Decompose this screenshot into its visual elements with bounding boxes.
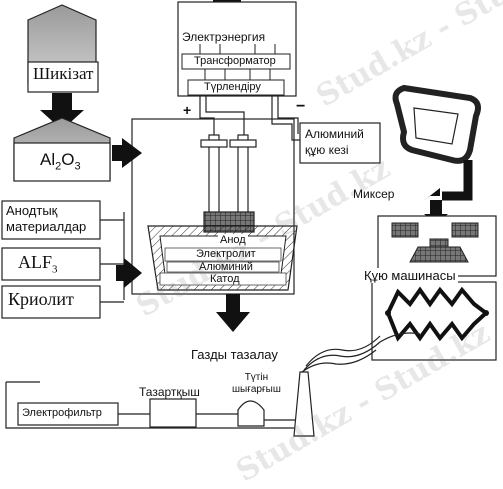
- cell-frame: [131, 118, 295, 295]
- arrow-alumina-to-cell: [112, 138, 142, 168]
- cryolite-box: [1, 285, 101, 319]
- mixer-label: Миксер: [353, 187, 395, 201]
- casting-label: Құю машинасы: [362, 268, 458, 283]
- ladle-pipe: [442, 160, 473, 201]
- electrolyte-label: Электролит: [196, 248, 256, 260]
- cathode-label: Катод: [210, 273, 240, 285]
- rectifier-box: [187, 79, 285, 96]
- ladle-box: [299, 122, 381, 164]
- gas-cleaning-label: Газды тазалау: [191, 347, 278, 362]
- scrubber-label: Тазартқыш: [139, 385, 200, 399]
- electrofilter-label: Электрофильтр: [22, 407, 102, 419]
- cathode-layer: [159, 272, 287, 286]
- busbar-positive-2: [205, 95, 245, 150]
- energy-label: Электрэнергия: [182, 30, 266, 44]
- scrubber-box: [149, 398, 197, 428]
- alf3-label: ALF3: [18, 252, 58, 276]
- transformer-box: [181, 53, 291, 70]
- process-diagram-graphics: [1, 0, 497, 437]
- raw-material-label: Шикізат: [33, 64, 94, 83]
- cryolite-label: Криолит: [8, 289, 74, 309]
- arrow-to-gas-cleaning: [216, 294, 250, 332]
- arrow-inputs-to-cell: [116, 258, 142, 288]
- plus-sign: +: [183, 102, 192, 118]
- stack: [293, 371, 315, 437]
- anode-label: Анод: [218, 234, 248, 246]
- exhaust-fan: [237, 400, 265, 427]
- alf3-box: [1, 247, 101, 281]
- transformer-label: Трансформатор: [194, 55, 276, 67]
- smoke: [303, 332, 421, 371]
- arrow-to-mixer: [422, 188, 440, 202]
- alumina-label: Al2O3: [40, 150, 81, 173]
- alumina-box: [13, 142, 111, 182]
- raw-material-box: [27, 61, 99, 93]
- busbar-negative: [271, 95, 300, 141]
- anode-materials-box: [1, 200, 101, 240]
- busbar-negative-2: [277, 95, 299, 134]
- rectifier-label: Түрлендіру: [204, 81, 261, 93]
- busbar-positive: [199, 95, 215, 150]
- arrow-raw-to-alumina: [40, 93, 84, 130]
- minus-sign: −: [296, 98, 306, 115]
- gas-duct: [5, 382, 300, 429]
- aluminium-label: Алюминий: [199, 261, 253, 273]
- aluminium-layer: [166, 261, 280, 273]
- mixer-vessel: [409, 246, 469, 263]
- electrolyte-layer: [164, 247, 282, 262]
